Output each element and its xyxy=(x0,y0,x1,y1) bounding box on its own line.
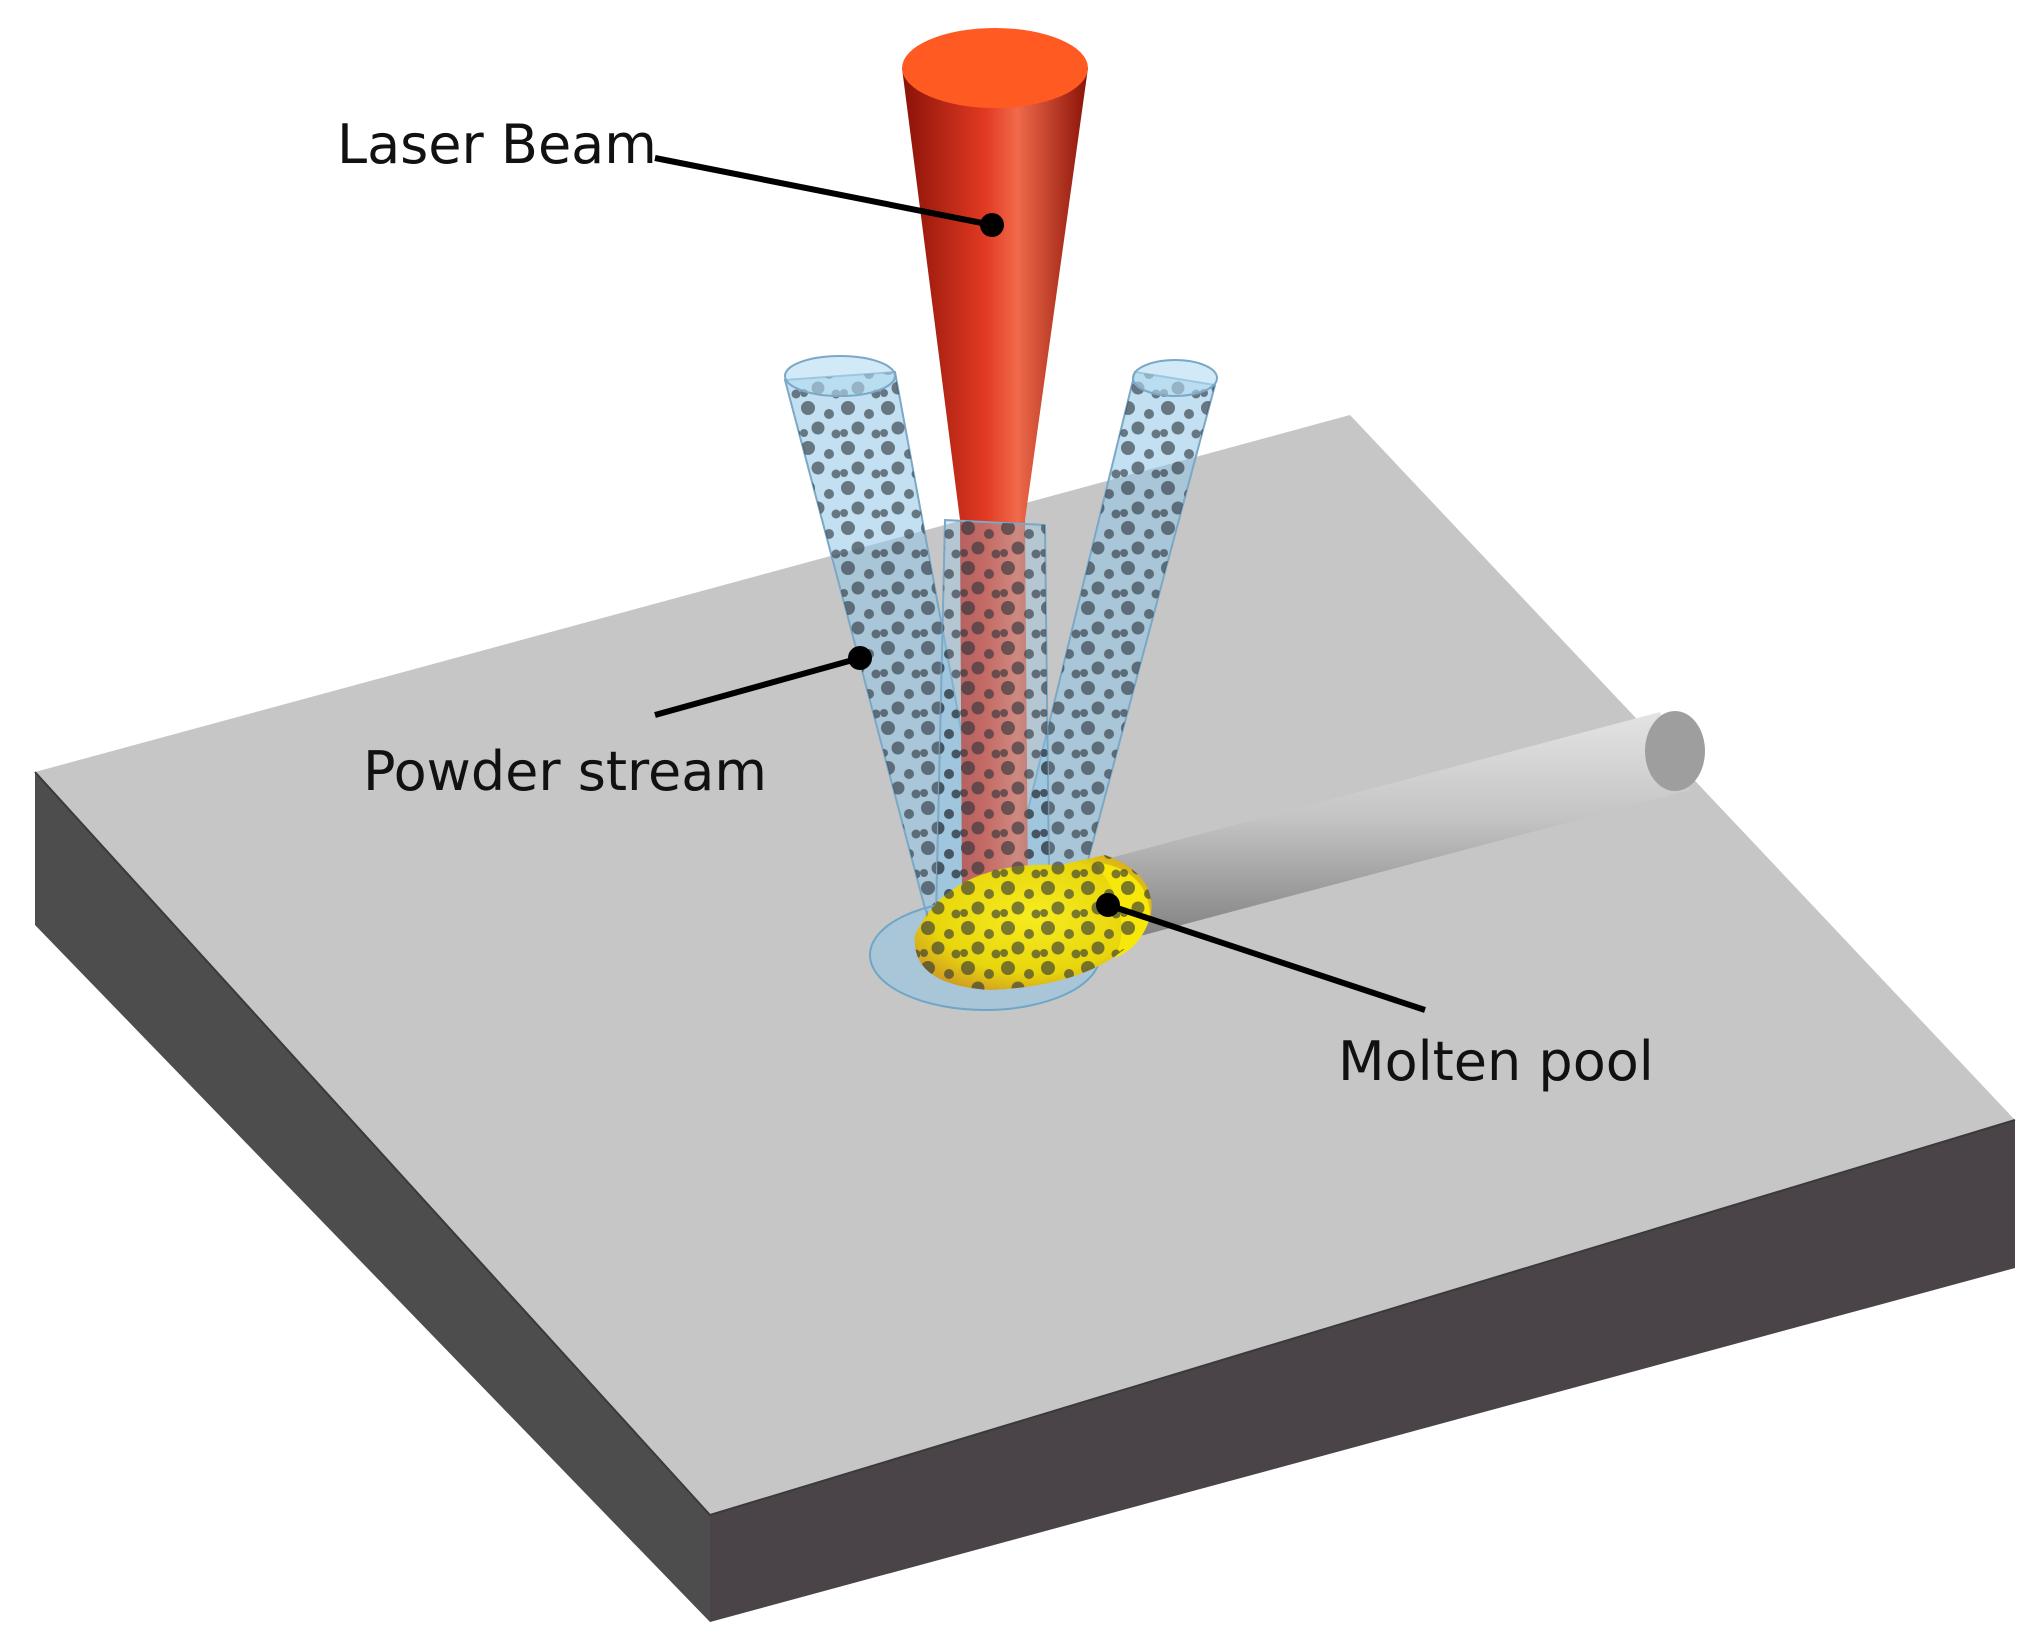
deposited-track xyxy=(1095,711,1705,948)
leader-dot-powder-stream xyxy=(848,646,872,670)
callout-molten-pool: Molten pool xyxy=(1096,893,1654,1093)
track-end-cap xyxy=(1645,711,1705,791)
callout-powder-stream: Powder stream xyxy=(363,646,872,803)
callout-laser-beam: Laser Beam xyxy=(337,113,1004,237)
label-laser-beam: Laser Beam xyxy=(337,113,657,176)
label-molten-pool: Molten pool xyxy=(1338,1030,1654,1093)
molten-pool xyxy=(869,855,1152,1011)
laser-beam xyxy=(902,28,1088,895)
leader-dot-molten-pool xyxy=(1096,893,1120,917)
plate-front-face xyxy=(710,1120,2015,1622)
label-powder-stream: Powder stream xyxy=(363,740,767,803)
leader-dot-laser-beam xyxy=(980,213,1004,237)
laser-beam-top xyxy=(902,28,1088,108)
plate-left-face xyxy=(35,772,710,1622)
powder-stream-center xyxy=(933,518,1052,961)
